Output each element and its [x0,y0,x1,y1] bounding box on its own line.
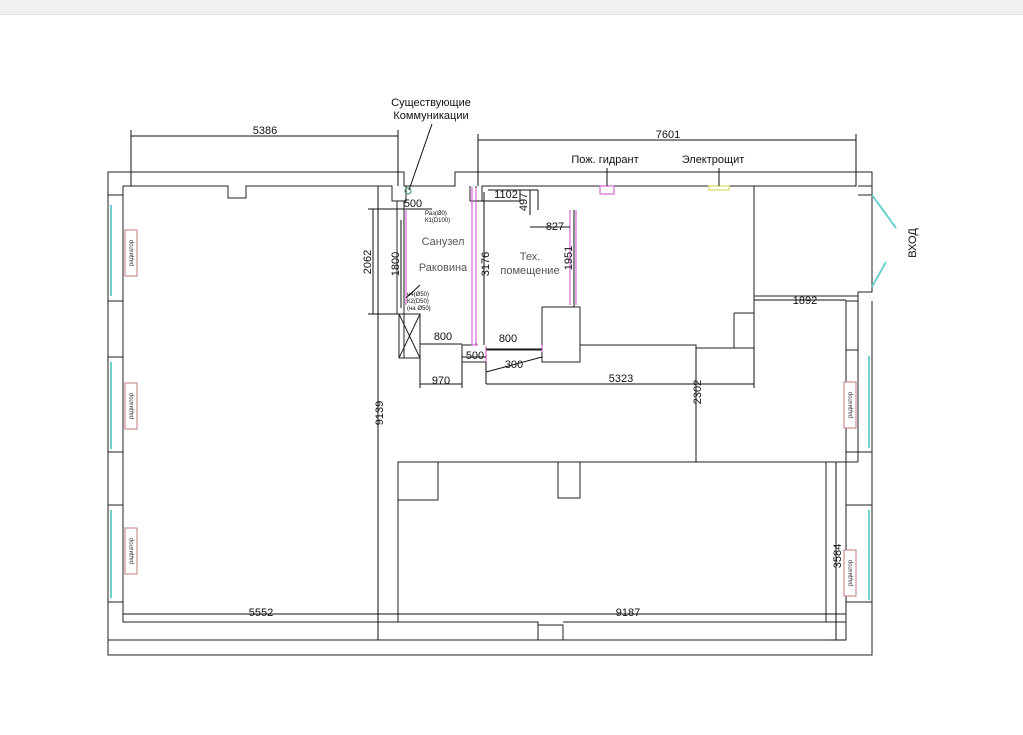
radiator-3 [124,527,138,575]
bathroom-walls [396,201,421,359]
viewer-top-bar [0,0,1023,15]
tech-room-label-line1: Тех. [520,251,541,263]
shaft-cross [398,313,421,359]
pipe-tech [569,210,577,305]
sink-leader [405,284,421,299]
dimension-lines [123,123,857,641]
pipe-k2-label: К2(D50) [407,299,429,305]
dim-2062: 2062 [362,250,374,274]
shaft-box [398,313,421,359]
dim-2302: 2302 [692,380,704,404]
radiator-1 [124,229,138,277]
dim-9139: 9139 [374,401,386,425]
radiator-label-2: радиатор [129,392,135,419]
panel-label: Электрощит [682,154,745,166]
entrance-door-leaf-bottom [871,261,887,288]
radiator-label-3: радиатор [129,537,135,564]
bathroom-label: Санузел [422,236,465,248]
tech-box [541,306,581,363]
dim-5323: 5323 [609,373,633,385]
panel-symbol [708,185,730,191]
dim-970: 970 [432,375,450,387]
communications-leader [408,123,433,191]
dim-800-a: 800 [434,331,452,343]
dim-5552: 5552 [249,607,273,619]
tech-room-label-line2: помещение [500,265,559,277]
dim-800-b: 800 [499,333,517,345]
radiators: радиатор радиатор радиатор радиатор ради… [124,229,857,597]
column-mid [557,461,581,499]
communications-label-line2: Коммуникации [393,110,468,122]
walls [107,171,873,656]
communications-label-line1: Существующие [391,97,471,109]
hydrant-symbol [599,185,615,195]
dim-5386: 5386 [253,125,277,137]
entrance-label: ВХОД [907,228,919,258]
dim-500-top: 500 [404,198,422,210]
dim-9187: 9187 [616,607,640,619]
pipe-k1-top-label: Раз(Ø0) [425,211,447,217]
dim-497: 497 [518,193,530,211]
dim-3176: 3176 [480,252,492,276]
bottom-inner-wall [123,621,846,640]
dim-1892: 1892 [793,295,817,307]
communications-symbol [404,187,412,195]
inner-top-wall [123,185,407,202]
dim-3584: 3584 [832,544,844,568]
outer-wall [107,171,873,641]
pipes [404,185,730,362]
radiator-5 [843,549,857,597]
radiator-label-1: радиатор [129,239,135,266]
radiator-label-5: радиатор [848,559,854,586]
left-column-notch [108,194,123,603]
pipe-k2-top-label: н4(Ø50) [407,292,429,298]
radiator-4 [843,381,857,429]
outer-wall-lower [107,301,873,656]
dim-1800: 1800 [390,252,402,276]
hydrant-label: Пож. гидрант [571,154,638,166]
entrance-door-leaf-top [871,194,897,229]
sink-label: Раковина [419,262,468,274]
dim-1102: 1102 [494,189,518,201]
pipe-k1-label: К1(D100) [425,218,450,224]
dim-500-mid: 500 [466,350,484,362]
labels: Существующие Коммуникации Пож. гидрант Э… [391,97,919,312]
radiator-2 [124,382,138,430]
dim-1951: 1951 [563,246,575,270]
pipe-vertical-1 [471,187,478,346]
pipe-k2-bottom-label: (на Ø50) [407,306,431,312]
dimension-values: 5386 7601 500 1102 497 827 2062 1800 317… [249,125,844,619]
dim-7601: 7601 [656,129,680,141]
windows [110,194,897,600]
radiator-label-4: радиатор [848,391,854,418]
right-wall-notches [846,349,872,603]
dim-300: 300 [505,359,523,371]
entry-notch [858,185,872,196]
column-left [397,461,439,501]
dim-827: 827 [546,221,564,233]
right-room-walls [733,186,858,348]
